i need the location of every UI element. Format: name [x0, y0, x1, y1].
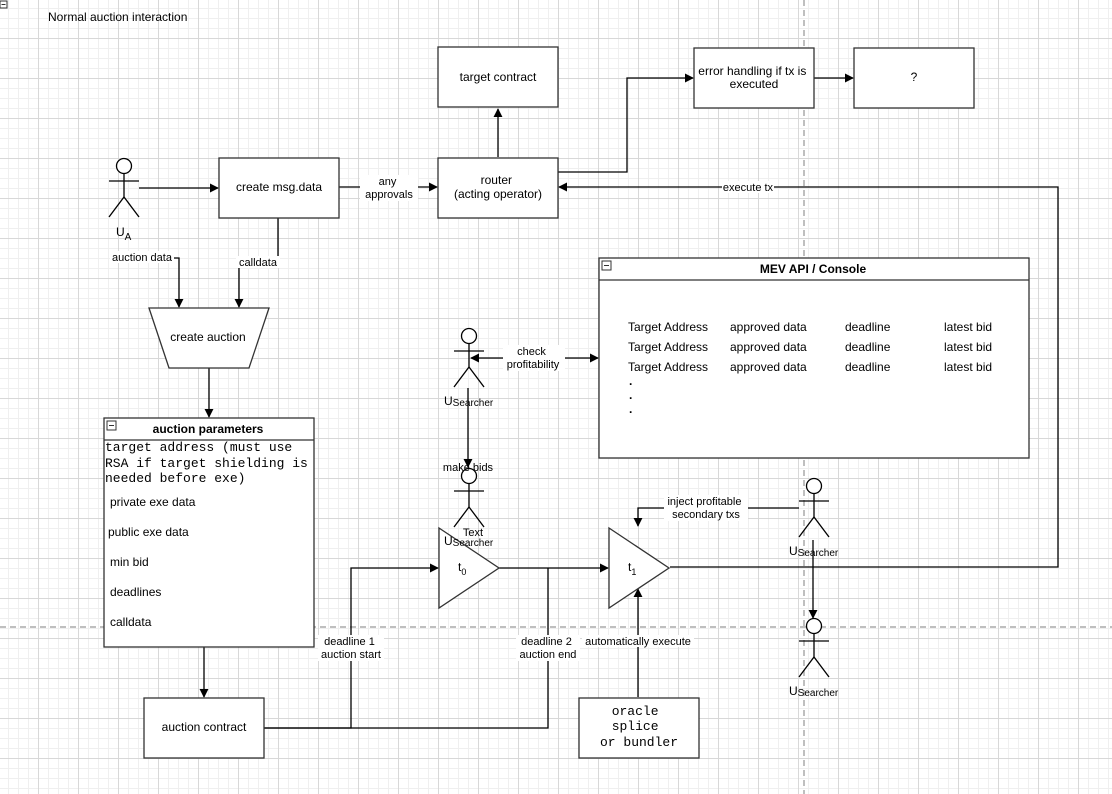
node-error-handling[interactable]: error handling if tx is executed [693, 47, 815, 109]
node-auction-contract[interactable]: auction contract [143, 697, 265, 759]
collapse-icon[interactable] [601, 260, 612, 271]
param-public-exe: public exe data [108, 525, 189, 539]
label-any-approvals: any approvals [365, 176, 413, 201]
auction-parameters-container[interactable]: auction parameters target address (must … [103, 417, 316, 648]
edge-deadline2 [264, 568, 549, 729]
table-row: Target Address approved data deadline la… [628, 320, 992, 334]
mev-console-title: MEV API / Console [760, 262, 867, 276]
actor-searcher-check[interactable] [453, 327, 485, 388]
actor-label-searcher: USearcher [789, 684, 839, 699]
svg-text:target contract: target contract [460, 70, 537, 84]
ellipsis-dot: · [629, 405, 633, 419]
svg-text:create msg.data: create msg.data [236, 180, 322, 194]
collapse-icon[interactable] [0, 0, 8, 9]
actor-label-searcher: USearcher [444, 394, 494, 409]
label-execute-tx: execute tx [723, 182, 774, 194]
edge-auction-data [111, 257, 184, 308]
actor-searcher-bottom[interactable] [798, 617, 830, 678]
edge-execute-tx [558, 182, 1059, 568]
node-create-auction[interactable]: create auction [148, 307, 270, 369]
svg-text:Target Address: Target Address [628, 320, 708, 334]
mev-console-container[interactable]: MEV API / Console Target Address approve… [598, 257, 1030, 459]
label-auto-execute: automatically execute [585, 636, 691, 648]
label-inject: inject profitable secondary txs [667, 496, 744, 521]
svg-text:auction contract: auction contract [162, 720, 247, 734]
collapse-icon[interactable] [106, 420, 117, 431]
ellipsis-dot: · [629, 391, 633, 405]
svg-text:latest bid: latest bid [944, 320, 992, 334]
svg-text:error handling if tx is: error handling if tx is executed [698, 64, 809, 91]
node-t1[interactable]: t1 [608, 526, 671, 610]
table-row: Target Address approved data deadline la… [628, 360, 992, 374]
label-make-bids: make bids [443, 462, 494, 474]
auction-parameters-title: auction parameters [153, 422, 264, 436]
svg-text:approved data: approved data [730, 320, 807, 334]
label-text: Text [463, 527, 483, 539]
svg-text:oracle splice or b: oracle splice or bundler [600, 704, 678, 750]
svg-text:deadline: deadline [845, 360, 891, 374]
svg-text:deadline: deadline [845, 340, 891, 354]
table-row: Target Address approved data deadline la… [628, 340, 992, 354]
node-question[interactable]: ? [853, 47, 975, 109]
actor-label-ua: UA [116, 225, 132, 243]
label-calldata: calldata [239, 257, 278, 269]
param-calldata: calldata [110, 615, 152, 629]
node-oracle[interactable]: oracle splice or bundler [578, 697, 700, 759]
param-private-exe: private exe data [110, 495, 196, 509]
node-create-msg-data[interactable]: create msg.data [218, 157, 340, 219]
edge-router-to-error [558, 73, 694, 173]
node-t0[interactable]: t0 [438, 526, 501, 610]
svg-text:Target Address: Target Address [628, 340, 708, 354]
label-check-profitability: check profitability [507, 346, 560, 371]
svg-text:deadline: deadline [845, 320, 891, 334]
svg-text:approved data: approved data [730, 340, 807, 354]
label-auction-data: auction data [112, 252, 173, 264]
svg-text:t1: t1 [628, 560, 636, 577]
actor-label-searcher: USearcher [789, 544, 839, 559]
param-target-address: target address (must use RSA if target s… [105, 440, 316, 486]
svg-text:latest bid: latest bid [944, 340, 992, 354]
actor-searcher-bid[interactable] [453, 467, 485, 528]
svg-text:create auction: create auction [170, 330, 245, 344]
svg-text:Target Address: Target Address [628, 360, 708, 374]
param-min-bid: min bid [110, 555, 149, 569]
node-router[interactable]: router (acting operator) [437, 157, 559, 219]
actor-searcher-inject[interactable] [798, 477, 830, 538]
svg-text:?: ? [911, 70, 918, 84]
label-deadline2: deadline 2 auction end [520, 636, 577, 661]
svg-text:t0: t0 [458, 560, 466, 577]
actor-label-searcher: USearcher [444, 534, 494, 549]
diagram-title: Normal auction interaction [48, 10, 187, 24]
svg-text:latest bid: latest bid [944, 360, 992, 374]
svg-text:router (acting operator): router (acting operator) [454, 173, 542, 201]
ellipsis-dot: · [629, 377, 633, 391]
svg-text:approved data: approved data [730, 360, 807, 374]
param-deadlines: deadlines [110, 585, 161, 599]
node-target-contract[interactable]: target contract [437, 46, 559, 108]
actor-ua[interactable] [108, 157, 140, 218]
label-deadline1: deadline 1 auction start [321, 636, 381, 661]
